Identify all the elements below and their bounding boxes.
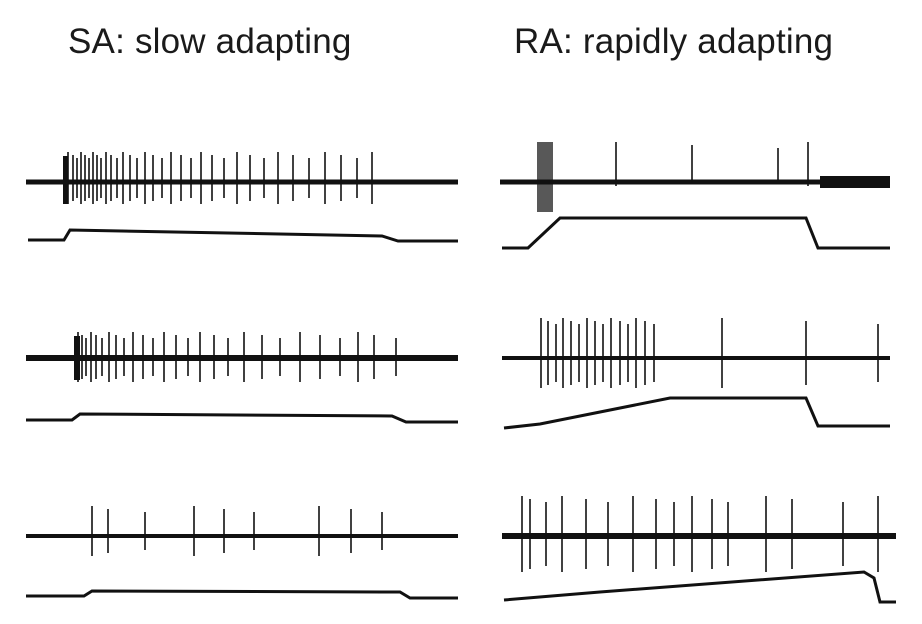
title-rapidly-adapting: RA: rapidly adapting bbox=[514, 22, 834, 61]
sa2-onset-burst bbox=[74, 336, 80, 380]
sa2-spike-train bbox=[77, 332, 397, 382]
ra1-onset-burst bbox=[537, 142, 553, 212]
sa-panel-3 bbox=[26, 506, 458, 600]
ra-panel-3 bbox=[502, 496, 896, 604]
ra1-tail-noise bbox=[820, 176, 890, 188]
ra2-spike-train bbox=[540, 318, 879, 388]
sa1-stimulus-trace bbox=[28, 228, 458, 243]
ra1-spike-train bbox=[615, 142, 809, 186]
sa1-spike-train bbox=[67, 152, 373, 204]
ra1-stimulus-trace bbox=[502, 216, 890, 250]
sa2-stimulus-trace bbox=[26, 412, 458, 424]
sa-panel-1 bbox=[26, 152, 458, 243]
sa3-stimulus-trace bbox=[26, 589, 458, 600]
ra-panel-2 bbox=[502, 318, 890, 430]
ra3-spike-train bbox=[521, 496, 879, 572]
sa-panel-2 bbox=[26, 332, 458, 424]
ra-panel-1 bbox=[500, 142, 890, 250]
sa3-spike-train bbox=[91, 506, 383, 556]
sa1-onset-burst bbox=[63, 156, 68, 204]
ra2-stimulus-trace bbox=[503, 396, 890, 430]
title-slow-adapting: SA: slow adapting bbox=[68, 22, 352, 61]
ra3-stimulus-trace bbox=[503, 570, 896, 604]
